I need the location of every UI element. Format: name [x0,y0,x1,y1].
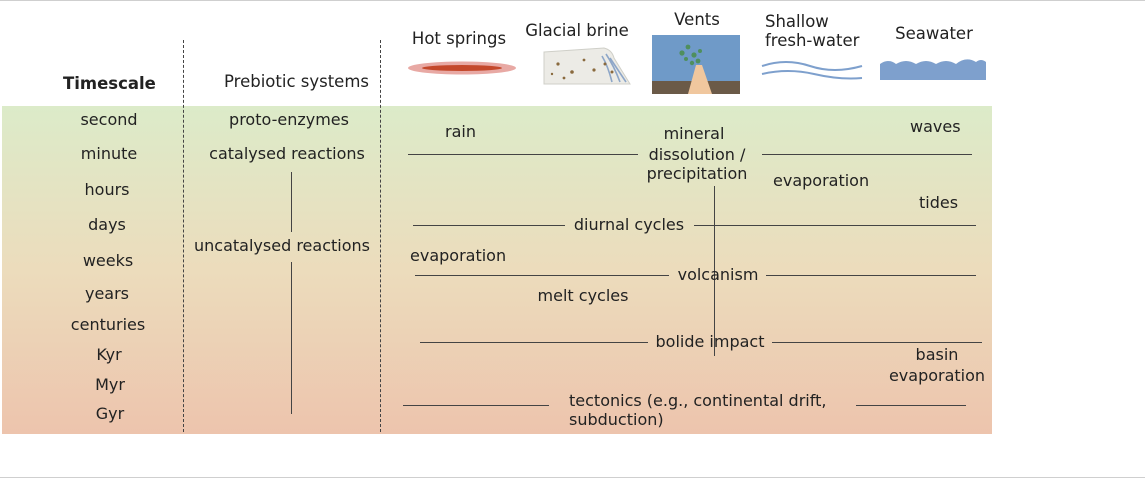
tectonics-line-right [856,405,966,406]
fresh-water-icon [761,61,863,80]
volcanism-line-left [415,275,669,276]
bolide-line-left [420,342,648,343]
timescale-gyr: Gyr [95,404,125,423]
prebiotic-range-line-upper [291,172,292,232]
process-volcanism: volcanism [677,265,759,284]
process-tides: tides [919,193,959,212]
mineral-range-line [714,186,715,356]
timescale-days: days [88,215,126,234]
bottom-border [0,477,1145,478]
process-melt-cycles: melt cycles [537,286,629,305]
process-tectonics-line2: subduction) [569,410,664,429]
timescale-minute: minute [80,144,138,163]
env-label-seawater: Seawater [895,24,973,43]
prebiotic-uncatalysed-reactions: uncatalysed reactions [194,236,370,255]
mineral-line-right [762,154,972,155]
seawater-icon [880,59,986,80]
timescale-header: Timescale [63,74,156,93]
process-mineral-line2: dissolution / [648,145,746,164]
env-label-vents: Vents [674,10,720,29]
process-basin-line2: evaporation [888,366,986,385]
volcanism-line-right [766,275,976,276]
process-mineral-line3: precipitation [646,164,748,183]
prebiotic-catalysed-reactions: catalysed reactions [209,144,365,163]
timescale-myr: Myr [95,375,125,394]
timescale-kyr: Kyr [96,345,122,364]
prebiotic-proto-enzymes: proto-enzymes [229,110,349,129]
process-bolide-impact: bolide impact [655,332,765,351]
env-label-fresh-water: fresh-water [765,31,860,50]
process-basin-line1: basin [915,345,959,364]
top-border [0,0,1145,1]
timescale-gradient-band [2,106,992,434]
prebiotic-range-line-lower [291,262,292,414]
process-waves: waves [910,117,961,136]
separator-prebiotic-processes [380,40,381,432]
env-label-shallow: Shallow [765,12,829,31]
tectonics-line-left [403,405,549,406]
process-evaporation-top: evaporation [773,171,870,190]
process-tectonics-line1: tectonics (e.g., continental drift, [569,391,827,410]
env-label-hot-springs: Hot springs [411,29,507,48]
diurnal-line-right [694,225,976,226]
timescale-years: years [84,284,130,303]
process-diurnal-cycles: diurnal cycles [573,215,685,234]
timescale-centuries: centuries [70,315,146,334]
bolide-line-right [772,342,982,343]
timescale-second: second [80,110,138,129]
glacial-brine-icon [543,47,631,85]
hot-spring-icon [408,61,516,75]
prebiotic-systems-header: Prebiotic systems [224,72,370,91]
process-evaporation-mid: evaporation [410,246,507,265]
process-rain: rain [445,122,476,141]
env-label-glacial-brine: Glacial brine [525,21,629,40]
mineral-line-left [408,154,638,155]
diurnal-line-left [413,225,565,226]
timescale-weeks: weeks [82,251,134,270]
timescale-hours: hours [84,180,130,199]
process-mineral-line1: mineral [663,124,725,143]
separator-timescale-prebiotic [183,40,184,432]
vent-icon [652,35,740,94]
